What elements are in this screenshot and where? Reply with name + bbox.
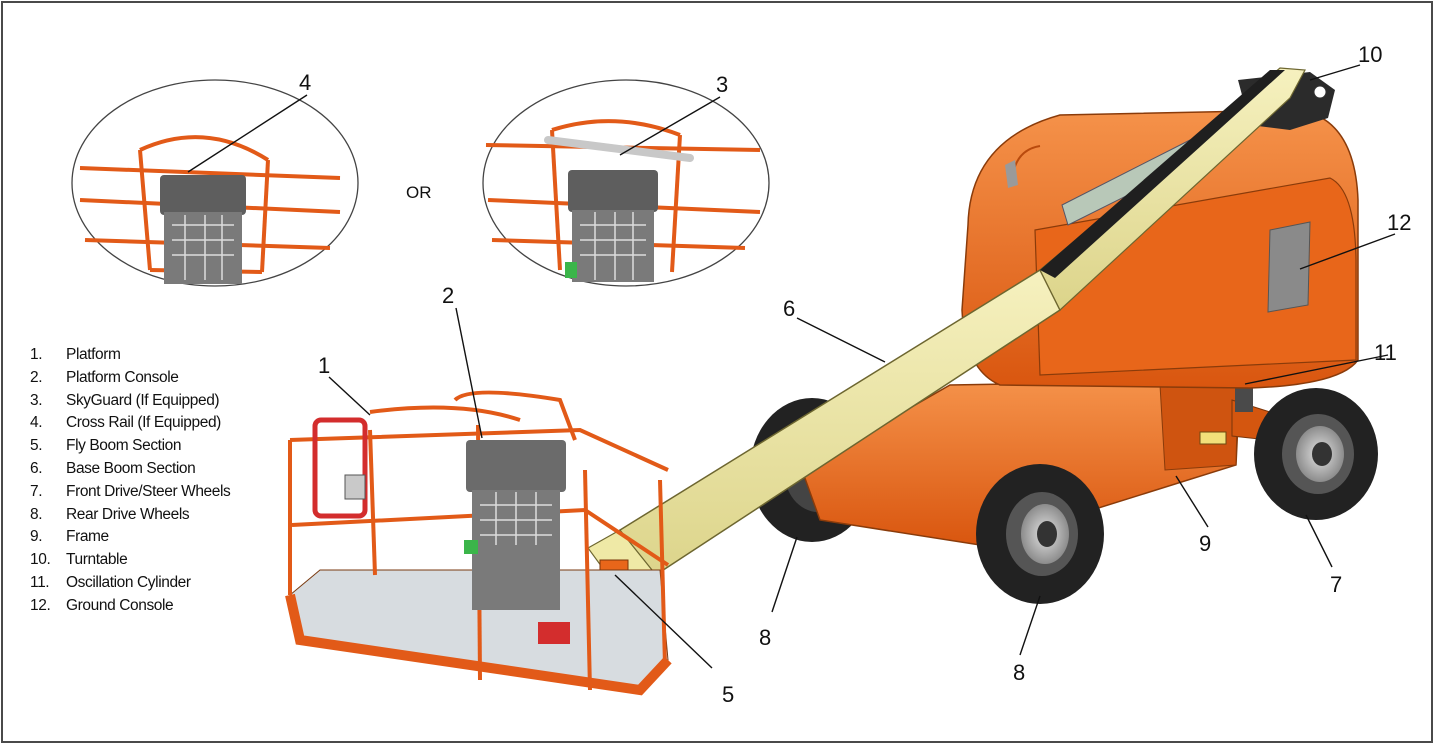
legend-item: 5. Fly Boom Section [30, 435, 290, 458]
callout-10: 10 [1358, 42, 1382, 67]
legend-number: 4. [30, 414, 43, 432]
legend-label: Cross Rail (If Equipped) [66, 414, 221, 432]
legend-item: 9. Frame [30, 526, 290, 549]
legend-number: 9. [30, 528, 43, 546]
leader-lines [187, 64, 1396, 669]
legend-label: Base Boom Section [66, 459, 196, 477]
legend-item: 12. Ground Console [30, 595, 290, 618]
legend-item: 3. SkyGuard (If Equipped) [30, 390, 290, 413]
legend-number: 12. [30, 596, 51, 614]
legend-item: 11. Oscillation Cylinder [30, 572, 290, 595]
turntable [961, 72, 1359, 412]
or-label: OR [406, 183, 432, 202]
callout-4: 4 [299, 70, 311, 95]
legend-label: Fly Boom Section [66, 437, 182, 455]
legend-item: 10. Turntable [30, 549, 290, 572]
legend-item: 4. Cross Rail (If Equipped) [30, 412, 290, 435]
legend-label: Turntable [66, 551, 128, 569]
rear-wheel-right [976, 464, 1104, 604]
callout-7: 7 [1330, 572, 1342, 597]
callout-3: 3 [716, 72, 728, 97]
front-steer-wheel [1254, 388, 1378, 520]
legend-number: 8. [30, 505, 43, 523]
skyguard-inset [482, 79, 770, 287]
legend-number: 1. [30, 346, 43, 363]
legend-item: 1. Platform [30, 344, 290, 367]
legend-label: Platform [66, 346, 121, 363]
platform-basket [285, 390, 672, 696]
callout-11: 11 [1374, 340, 1397, 365]
legend-item: 7. Front Drive/Steer Wheels [30, 481, 290, 504]
legend-item: 2. Platform Console [30, 367, 290, 390]
legend-number: 5. [30, 437, 43, 455]
callout-6: 6 [783, 296, 795, 321]
legend-label: SkyGuard (If Equipped) [66, 391, 220, 409]
callout-9: 9 [1199, 531, 1211, 556]
callout-8-left: 8 [759, 625, 771, 650]
callout-12: 12 [1387, 210, 1411, 235]
legend-number: 7. [30, 482, 43, 500]
legend-item: 8. Rear Drive Wheels [30, 504, 290, 527]
legend-label: Platform Console [66, 368, 179, 386]
crossrail-inset [71, 79, 359, 287]
legend-label: Rear Drive Wheels [66, 505, 190, 523]
base-boom [610, 67, 1306, 582]
callout-1: 1 [318, 353, 330, 378]
legend-label: Ground Console [66, 596, 174, 614]
legend-item: 6. Base Boom Section [30, 458, 290, 481]
legend-number: 3. [30, 391, 43, 409]
legend-number: 6. [30, 459, 43, 477]
legend-label: Oscillation Cylinder [66, 573, 191, 591]
legend-label: Frame [66, 528, 109, 546]
parts-legend: 1. Platform 2. Platform Console 3. SkyGuard (… [30, 344, 290, 618]
legend-number: 10. [30, 551, 51, 569]
frame-chassis [801, 379, 1271, 546]
legend-number: 11. [30, 573, 50, 591]
callout-8-right: 8 [1013, 660, 1025, 685]
legend-number: 2. [30, 368, 43, 386]
legend-label: Front Drive/Steer Wheels [66, 482, 231, 500]
callout-2: 2 [442, 283, 454, 308]
callout-5: 5 [722, 682, 734, 707]
